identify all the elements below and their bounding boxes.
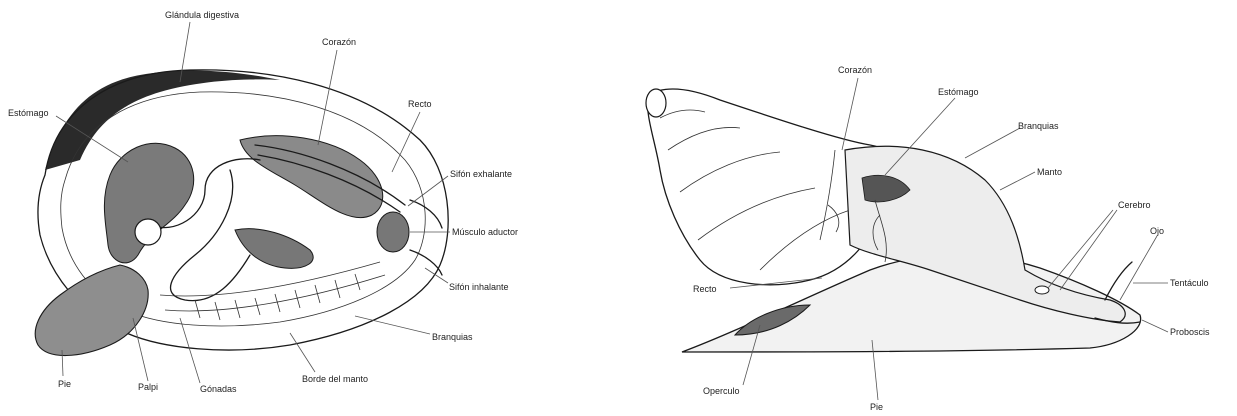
bivalve-drawing: Glándula digestiva Corazón Estómago Rect… [8,10,518,394]
label-estomago-bivalve: Estómago [8,108,49,118]
snail-drawing: Corazón Estómago Branquias Manto Cerebro… [646,65,1210,412]
bivalve-palp-ring [135,219,161,245]
snail-cerebro [1035,286,1049,294]
label-sifon-inhalante: Sifón inhalante [449,282,509,292]
label-corazon-bivalve: Corazón [322,37,356,47]
label-pie-bivalve: Pie [58,379,71,389]
bivalve-adductor-muscle [377,212,409,252]
bivalve-foot [35,265,148,356]
label-estomago-snail: Estómago [938,87,979,97]
snail-shell-apex [646,89,666,117]
label-palpi: Palpi [138,382,158,392]
label-recto-snail: Recto [693,284,717,294]
label-pie-snail: Pie [870,402,883,412]
bivalve-gonads [235,229,313,269]
label-manto-snail: Manto [1037,167,1062,177]
label-recto-bivalve: Recto [408,99,432,109]
label-branquias-snail: Branquias [1018,121,1059,131]
label-corazon-snail: Corazón [838,65,872,75]
label-ojo: Ojo [1150,226,1164,236]
label-glandula: Glándula digestiva [165,10,239,20]
bivalve-siphons [410,200,442,275]
snail-shell-sutures [660,110,850,270]
label-operculo: Operculo [703,386,740,396]
label-proboscis: Proboscis [1170,327,1210,337]
bivalve-heart [240,136,383,218]
bivalve-gills [160,262,385,320]
label-sifon-exhalante: Sifón exhalante [450,169,512,179]
label-tentaculo: Tentáculo [1170,278,1209,288]
label-branquias-bivalve: Branquias [432,332,473,342]
label-borde-manto: Borde del manto [302,374,368,384]
snail-tentacle [1105,262,1132,300]
label-gonadas: Gónadas [200,384,237,394]
label-cerebro: Cerebro [1118,200,1151,210]
label-musculo-aductor: Músculo aductor [452,227,518,237]
